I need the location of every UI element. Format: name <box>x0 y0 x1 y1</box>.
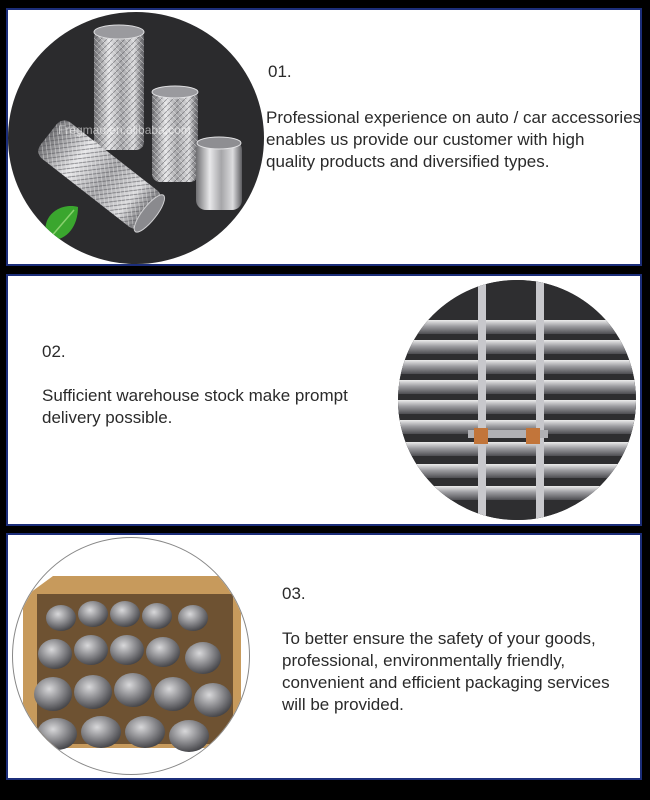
warehouse-photo <box>398 280 636 520</box>
feature-panel-1: Fregmao.en.alibaba.com 01. Professional … <box>6 8 642 266</box>
section-description: Professional experience on auto / car ac… <box>266 107 642 173</box>
packaging-photo <box>12 537 250 775</box>
section-number: 02. <box>42 342 66 361</box>
watermark-text: Fregmao.en.alibaba.com <box>58 123 191 137</box>
description-line: To better ensure the safety of your good… <box>282 629 596 648</box>
section-description: To better ensure the safety of your good… <box>282 628 610 716</box>
description-line: Sufficient warehouse stock make prompt <box>42 386 348 405</box>
pipes-photo: Fregmao.en.alibaba.com <box>8 12 264 264</box>
description-line: will be provided. <box>282 695 404 714</box>
description-line: convenient and efficient packaging servi… <box>282 673 610 692</box>
section-number: 03. <box>282 584 306 603</box>
description-line: enables us provide our customer with hig… <box>266 130 585 149</box>
description-line: quality products and diversified types. <box>266 152 550 171</box>
section-description: Sufficient warehouse stock make prompt d… <box>42 385 348 429</box>
description-line: professional, environmentally friendly, <box>282 651 566 670</box>
description-line: Professional experience on auto / car ac… <box>266 108 642 127</box>
feature-panel-2: 02. Sufficient warehouse stock make prom… <box>6 274 642 526</box>
feature-panel-3: 03. To better ensure the safety of your … <box>6 533 642 780</box>
description-line: delivery possible. <box>42 408 173 427</box>
section-number: 01. <box>268 62 292 81</box>
